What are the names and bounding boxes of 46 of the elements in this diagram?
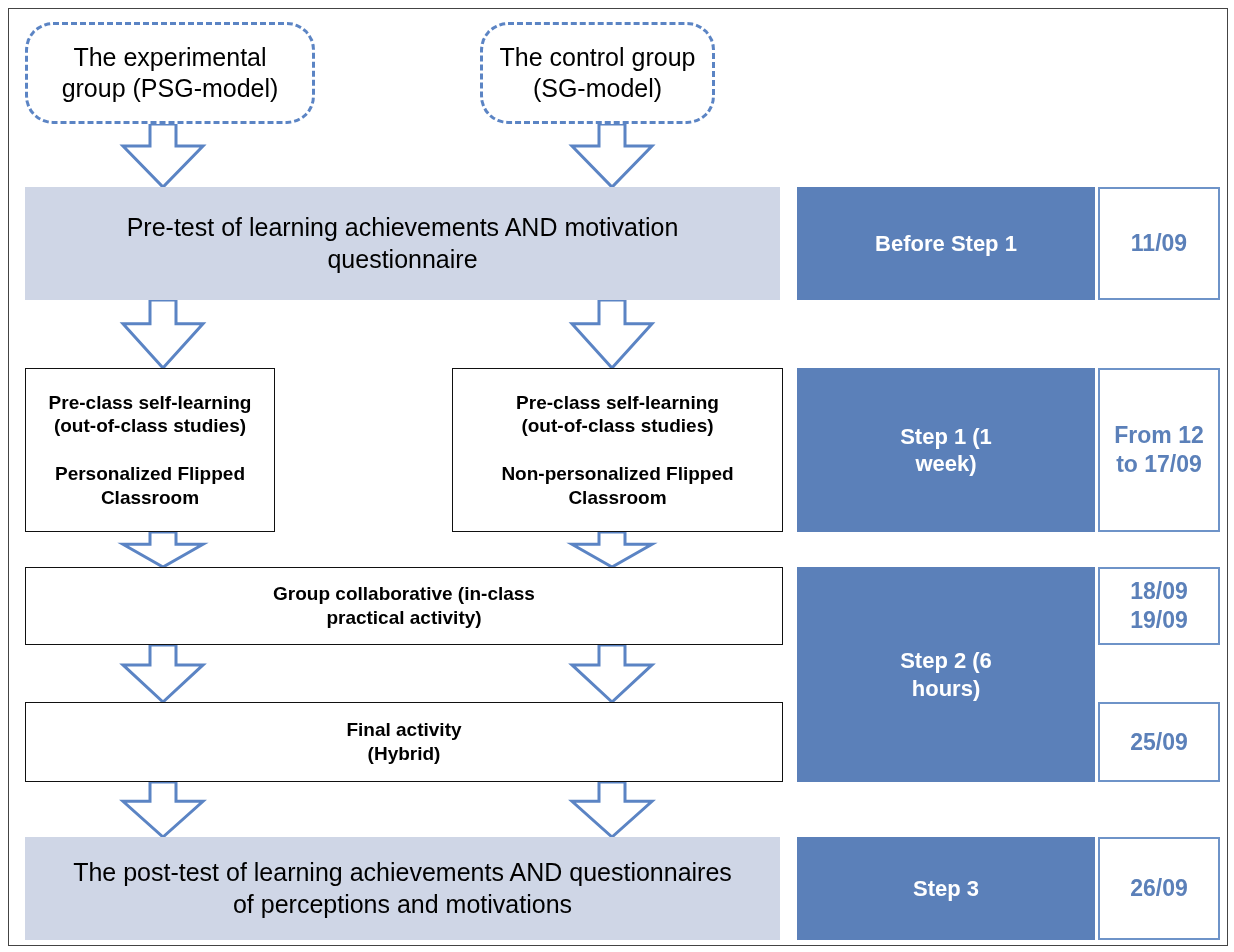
date-box [1098,567,1220,645]
date-box [1098,837,1220,940]
box-text: Pre-class self-learning (out-of-class studies) [515,390,720,438]
dashed-rounded-box [480,22,715,124]
box-text: The control group (SG-model) [498,41,697,104]
stage-band [25,187,780,300]
box-text: Group collaborative (in-class practical activity) [272,582,536,630]
step-box [797,837,1095,940]
activity-box [25,567,783,645]
box-text: Step 2 (6 hours) [899,647,993,702]
block-arrow [119,298,207,371]
block-arrow [568,122,656,190]
date-box [1098,702,1220,782]
date-box [1098,187,1220,300]
box-text: Step 1 (1 week) [899,422,993,478]
box-text: 26/09 [1130,874,1188,903]
box-text: Pre-test of learning achievements AND motivation questionnaire [125,212,680,275]
box-text: From 12 to 17/09 [1113,421,1205,479]
step-box [797,187,1095,300]
box-text: 11/09 [1130,229,1188,258]
block-arrow [568,780,656,839]
activity-box [25,368,275,532]
block-arrow [119,643,207,705]
box-text: Pre-class self-learning (out-of-class studies) [47,390,253,438]
box-text: Step 3 [913,874,979,903]
step-box [797,567,1095,782]
stage-band [25,837,780,940]
activity-box [25,702,783,782]
date-box [1098,368,1220,532]
box-text: 18/09 19/09 [1129,577,1189,635]
box-text: The experimental group (PSG-model) [60,41,280,104]
box-text: 25/09 [1130,727,1188,757]
block-arrow [566,530,658,569]
block-arrow [568,298,656,371]
activity-box [452,368,783,532]
box-text: The post-test of learning achievements AND questionnaires of perceptions and motivations [72,857,733,920]
box-text: Personalized Flipped Classroom [53,462,246,510]
block-arrow [568,643,656,705]
step-box [797,368,1095,532]
box-text: Final activity (Hybrid) [345,718,463,766]
box-text: Before Step 1 [875,229,1017,258]
box-text: Non-personalized Flipped Classroom [500,462,735,510]
dashed-rounded-box [25,22,315,124]
block-arrow [119,122,207,190]
block-arrow [117,530,209,569]
block-arrow [119,780,207,839]
